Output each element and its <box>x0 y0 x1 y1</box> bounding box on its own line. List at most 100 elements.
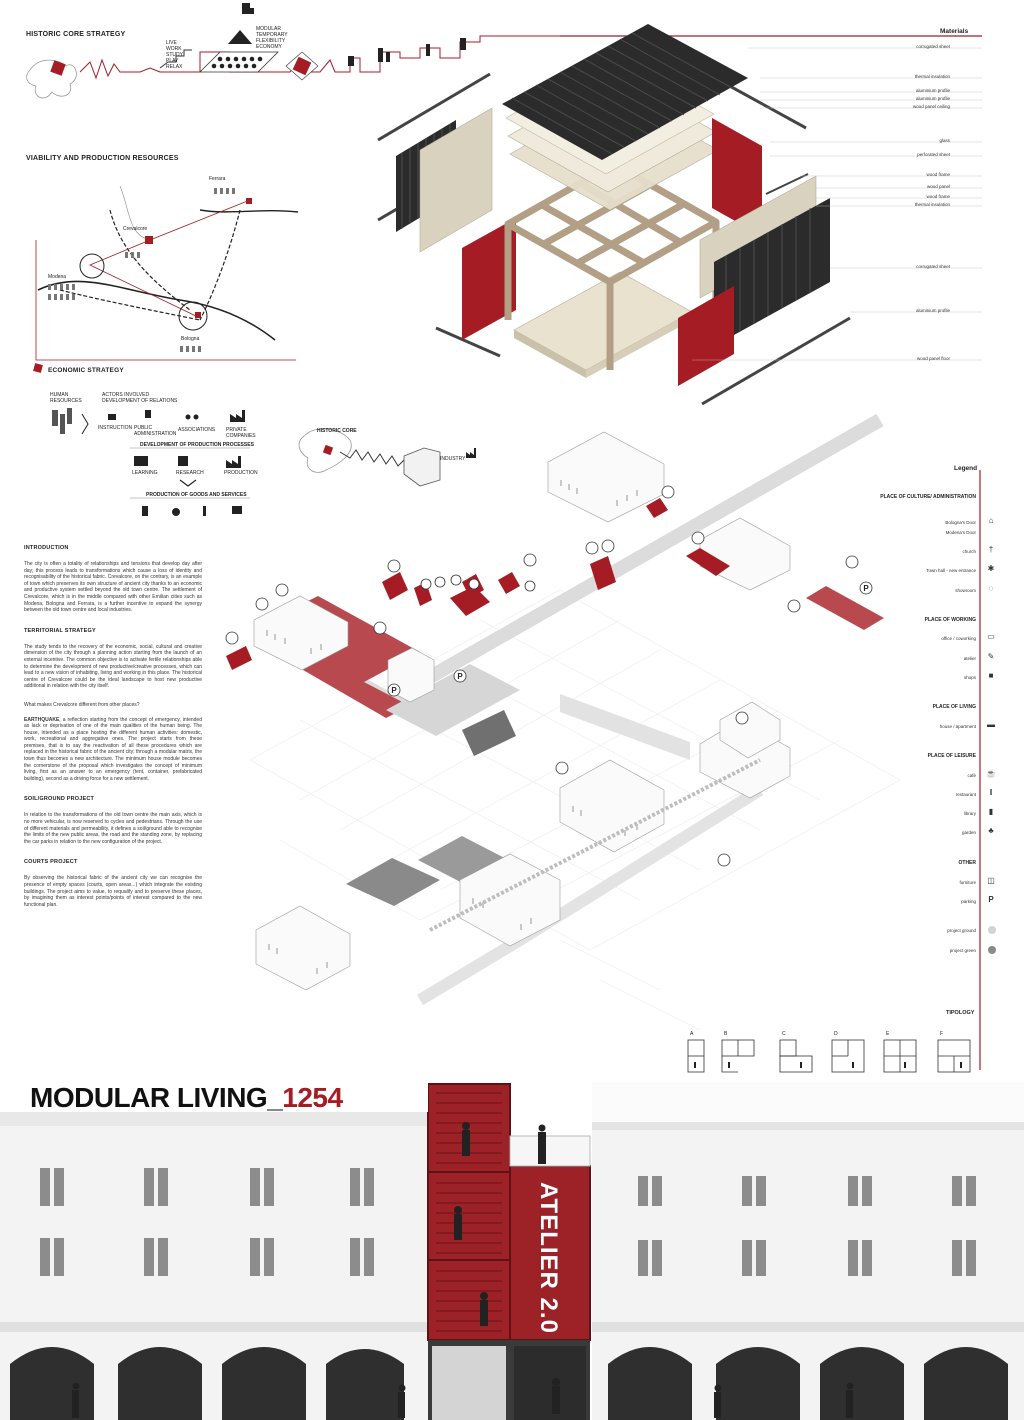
material-item: perforated sheet <box>917 152 950 157</box>
legend-heading-living: PLACE OF LIVING <box>932 704 976 710</box>
church-icon: † <box>988 545 994 554</box>
dev-production: PRODUCTION <box>224 470 258 476</box>
material-item: wood panel floor <box>916 356 950 361</box>
soil-title: SOIL/GROUND PROJECT <box>24 796 95 803</box>
actors-label: ACTORS INVOLVED DEVELOPMENT OF RELATIONS <box>102 392 178 404</box>
legend-rule <box>979 470 981 1070</box>
actor-public-admin: PUBLIC ADMINISTRATION <box>134 425 177 437</box>
street-elevation: MODULAR LIVING_1254 ATELIER 2.0 <box>0 1082 1024 1420</box>
hcs-diagram <box>26 3 982 99</box>
economic-title: ECONOMIC STRATEGY <box>48 367 124 374</box>
city-crevalcore: Crevalcore <box>123 226 148 232</box>
flow-industry: INDUSTRY <box>440 456 466 462</box>
tipology-letter: C <box>782 1031 786 1037</box>
intro-text: The city is often a totality of relation… <box>24 561 202 614</box>
legend-heading-leisure: PLACE OF LEISURE <box>927 753 976 759</box>
legend-item: parking <box>961 899 976 904</box>
question-text: What makes Crevalcore different from oth… <box>24 701 140 708</box>
material-item: wood panel ceiling <box>912 104 950 109</box>
legend-item: Town hall - new entrance <box>926 568 976 573</box>
human-resources-label: HUMAN RESOURCES <box>50 392 82 404</box>
exploded-module <box>377 24 982 406</box>
door-icon: ⌂ <box>988 516 994 525</box>
material-item: thermal insulation <box>914 74 950 79</box>
parking-icon: P <box>988 895 994 904</box>
legend-item: restaurant <box>955 792 976 797</box>
flow-historic-core: HISTORIC CORE <box>317 428 357 434</box>
economic-diagram <box>52 408 250 516</box>
material-item: aluminium profile <box>915 96 950 101</box>
legend-item: shops <box>963 675 976 680</box>
legend-item: church <box>962 549 976 554</box>
territorial-title: TERRITORIAL STRATEGY <box>24 627 96 634</box>
courts-title: COURTS PROJECT <box>24 859 78 866</box>
city-axonometry: P P P <box>225 413 901 1031</box>
material-item: corrugated sheet <box>916 264 950 269</box>
courts-text: By observing the historical fabric of th… <box>24 875 202 908</box>
actor-private-companies: PRIVATE COMPANIES <box>226 427 256 439</box>
tipology-letter: E <box>886 1031 890 1037</box>
actor-instruction: INSTRUCTION <box>98 425 133 431</box>
city-ferrara: Ferrara <box>209 176 226 182</box>
tipology-letter: F <box>940 1031 944 1037</box>
city-modena: Modena <box>48 274 67 280</box>
materials-title: Materials <box>940 28 969 35</box>
soil-text: In relation to the transformations of th… <box>24 812 202 845</box>
goods-title: PRODUCTION OF GOODS AND SERVICES <box>146 492 247 498</box>
city-bologna: Bologna <box>181 336 200 342</box>
tipology-title: TIPOLOGY <box>946 1010 975 1016</box>
elevation-drawing <box>0 1082 1024 1420</box>
project-green-swatch <box>988 946 996 954</box>
material-item: wood frame <box>926 172 950 177</box>
legend-item: project green <box>949 948 976 953</box>
earthquake-text: EARTHQUAKE, a reflection starting from t… <box>24 716 202 782</box>
shop-bag-icon: ■ <box>988 671 994 680</box>
core-industry-flow <box>298 428 476 487</box>
legend-title: Legend <box>954 465 978 472</box>
tipology-letter: A <box>690 1031 694 1037</box>
legend-item: project ground <box>947 928 976 933</box>
atelier-label: ATELIER 2.0 <box>535 1182 562 1334</box>
pencil-icon: ✎ <box>987 652 995 661</box>
actor-associations: ASSOCIATIONS <box>178 427 216 433</box>
svg-text:P: P <box>457 672 463 681</box>
material-item: aluminium profile <box>915 308 950 313</box>
material-item: aluminium profile <box>915 88 950 93</box>
legend-item: office / coworking <box>941 636 976 641</box>
material-item: corrugated sheet <box>916 44 950 49</box>
legend-heading-other: OTHER <box>958 860 977 866</box>
legend-item: showroom <box>955 588 976 593</box>
showroom-icon: ◌ <box>988 584 994 593</box>
tipology-letter: D <box>834 1031 838 1037</box>
material-item: wood panel <box>926 184 950 189</box>
legend-item: library <box>963 811 976 816</box>
legend-heading-working: PLACE OF WORKING <box>924 617 976 623</box>
cup-icon: ☕ <box>986 769 996 778</box>
legend-item: garden <box>961 830 976 835</box>
hcs-title: HISTORIC CORE STRATEGY <box>26 31 126 38</box>
dev-research: RESEARCH <box>176 470 204 476</box>
material-item: glass <box>939 138 950 143</box>
legend-item: house / apartment <box>939 724 976 729</box>
svg-text:P: P <box>863 584 869 593</box>
tipology-diagrams <box>687 1039 971 1073</box>
bed-icon: ▬ <box>987 720 995 729</box>
material-item: wood frame <box>926 194 950 199</box>
legend-item: Modena's Door <box>945 530 976 535</box>
territorial-text: The study tends to the recovery of the e… <box>24 643 202 690</box>
viability-title: VIABILITY AND PRODUCTION RESOURCES <box>26 155 179 162</box>
viability-map <box>33 185 299 373</box>
svg-text:P: P <box>391 686 397 695</box>
poster-title: MODULAR LIVING_1254 <box>30 1082 343 1113</box>
book-icon: ▮ <box>988 807 994 816</box>
text-column: INTRODUCTION The city is often a totalit… <box>24 545 202 908</box>
legend-item: cafè <box>967 773 976 778</box>
cutlery-icon: ǁ <box>989 788 993 797</box>
furniture-icon: ◫ <box>987 876 995 885</box>
tipology-letter: B <box>724 1031 728 1037</box>
legend-item: furniture <box>959 880 976 885</box>
project-ground-swatch <box>988 926 996 934</box>
legend-item: Bologna's Door <box>945 520 976 525</box>
